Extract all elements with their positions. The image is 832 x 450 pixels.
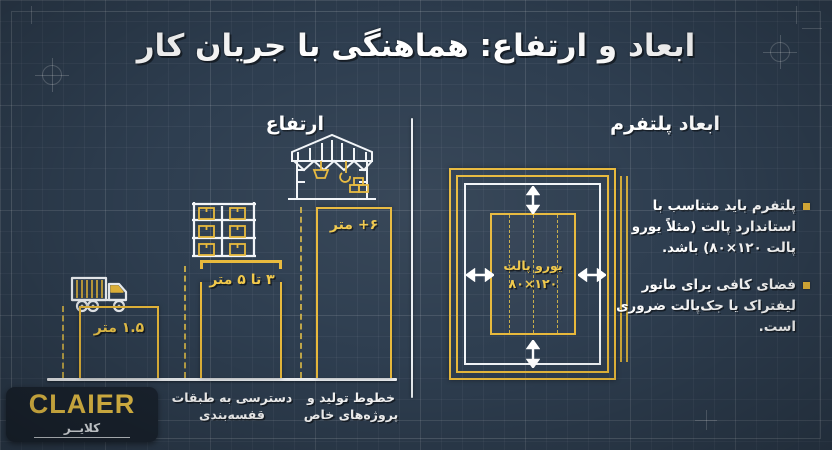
brand-name-latin: CLAIER (28, 388, 136, 419)
bullet-list: پلتفرم باید متناسب با استاندارد پالت (مث… (610, 196, 810, 354)
rack-width-marker (200, 260, 282, 263)
accent-bar-2 (626, 176, 628, 362)
euro-pallet-label-name: یورو پالت (503, 258, 563, 273)
height-caption-rack: دسترسی به طبقات قفسه‌بندی (168, 390, 296, 424)
bullet-square-icon (803, 203, 810, 210)
brand-name-persian: کلایــر (63, 420, 101, 435)
height-guide-dash-3 (300, 207, 302, 378)
height-guide-dash-1 (62, 306, 64, 378)
height-guide-dash-2 (184, 266, 186, 378)
bullet-text-maneuver-space: فضای کافی برای مانور لیفتراک یا جک‌پالت … (616, 276, 796, 335)
section-divider (411, 118, 413, 398)
height-caption-rack-line2: قفسه‌بندی (199, 406, 265, 422)
platform-outline-middle (456, 175, 609, 373)
height-measure-truck: ۱.۵ متر (93, 320, 145, 336)
corner-tick-top-right-vertical (796, 6, 797, 24)
pallet-slat-2 (533, 215, 534, 333)
pallet-slat-1 (509, 215, 510, 333)
height-caption-rack-line1: دسترسی به طبقات (171, 390, 293, 405)
clearance-arrow-bottom (525, 338, 541, 372)
corner-tick-bottom-horizontal (695, 420, 717, 421)
height-caption-crane: خطوط تولید و پروژه‌های خاص (292, 390, 410, 424)
platform-outline-outer (449, 168, 616, 380)
height-measure-rack: ۳ تا ۵ متر (209, 272, 275, 288)
clearance-arrow-top (525, 184, 541, 218)
brand-logo: CLAIER کلایــر (6, 387, 158, 442)
euro-pallet-label-size: ۱۲۰×۸۰ (508, 276, 558, 292)
corner-tick-top-right-horizontal (802, 28, 822, 29)
height-column-truck: ۱.۵ متر (47, 300, 162, 378)
gantry-crane-icon (284, 130, 380, 210)
bullet-item-maneuver-space: فضای کافی برای مانور لیفتراک یا جک‌پالت … (610, 275, 810, 338)
height-column-crane: ۶+ متر (292, 201, 402, 378)
page-title: ابعاد و ارتفاع: هماهنگی با جریان کار (136, 28, 696, 64)
bullet-item-pallet-standard: پلتفرم باید متناسب با استاندارد پالت (مث… (610, 196, 810, 259)
bullet-text-pallet-standard: پلتفرم باید متناسب با استاندارد پالت (مث… (631, 198, 796, 256)
section-heading-platform-dimensions: ابعاد پلتفرم (610, 113, 720, 135)
height-caption-crane-line1: خطوط تولید و (306, 390, 396, 405)
height-column-rack: ۳ تا ۵ متر (176, 260, 301, 378)
clearance-arrow-left (464, 267, 496, 286)
shelving-rack-icon (188, 198, 260, 264)
section-heading-height: ارتفاع (265, 113, 324, 135)
height-measure-crane: ۶+ متر (329, 217, 379, 233)
brand-underline (34, 436, 130, 439)
accent-bar-1 (620, 176, 622, 362)
corner-tick-bottom-vertical (706, 410, 707, 430)
height-caption-crane-line2: پروژه‌های خاص (303, 406, 399, 422)
clearance-arrow-right (576, 267, 608, 286)
pallet-slat-3 (557, 215, 558, 333)
bullet-square-icon (803, 281, 810, 289)
corner-tick-top-left-vertical (31, 6, 32, 24)
euro-pallet-label: یورو پالت ۱۲۰×۸۰ (483, 257, 583, 293)
ground-baseline (47, 378, 397, 381)
